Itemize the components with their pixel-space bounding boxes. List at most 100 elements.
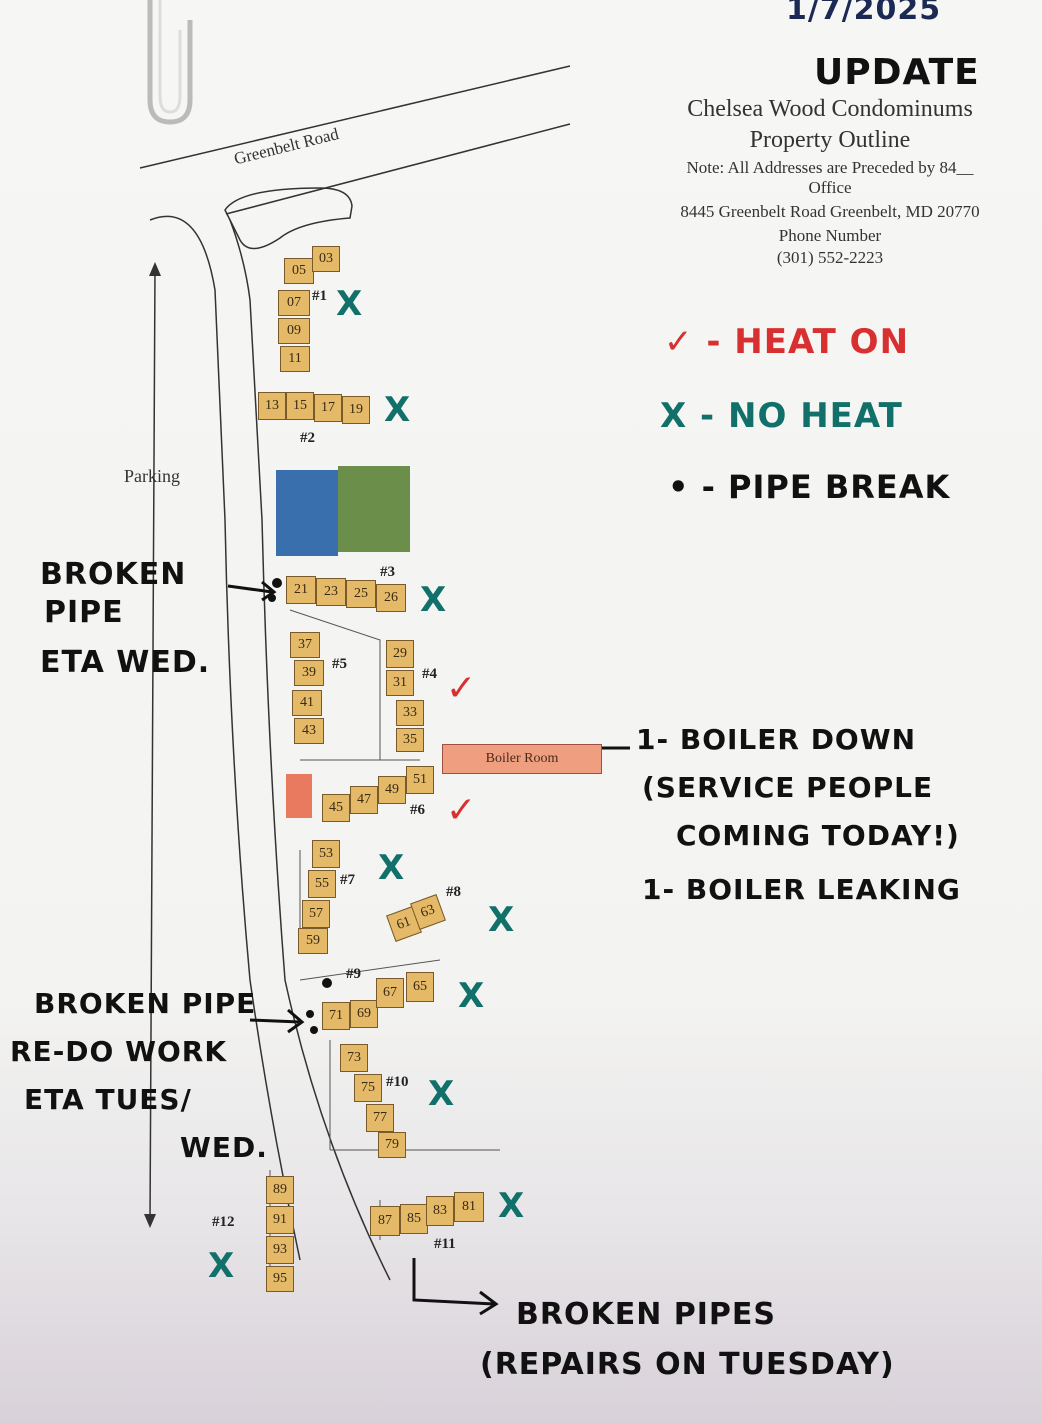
unit-35: 35: [396, 728, 424, 752]
broken-pipes-bottom-line-2: (REPAIRS ON TUESDAY): [480, 1347, 895, 1382]
building-3-label: #3: [380, 564, 395, 580]
header-block: Chelsea Wood Condominums Property Outlin…: [640, 96, 1020, 268]
broken-pipe-note-1: BROKEN PIPE ETA WED.: [40, 556, 210, 682]
phone-label: Phone Number: [778, 226, 882, 245]
pipe-break-dot-3a: [272, 578, 282, 588]
side-structure: [286, 774, 312, 818]
unit-39: 39: [294, 660, 324, 686]
address-note: Note: All Addresses are Preceded by 84__: [686, 158, 974, 177]
unit-26: 26: [376, 584, 406, 612]
pipe-break-dot-9b: [306, 1010, 314, 1018]
broken-pipe-note-1-line-2: PIPE: [44, 595, 124, 630]
unit-81: 81: [454, 1192, 484, 1222]
greenbelt-road-line-1: [139, 65, 571, 169]
building-8-status-x-icon: X: [488, 900, 515, 940]
parking-arrow-line: [149, 267, 156, 1223]
unit-73: 73: [340, 1044, 368, 1072]
boiler-note-line-1: 1- BOILER DOWN: [636, 723, 917, 756]
building-9-status-x-icon: X: [458, 976, 485, 1016]
check-icon: ✓ -: [664, 322, 722, 362]
unit-95: 95: [266, 1266, 294, 1292]
main-drive-right: [229, 219, 391, 1281]
broken-pipes-bottom-line-1: BROKEN PIPES: [516, 1297, 776, 1332]
arrow-broken-pipes-bottom-icon: [412, 1258, 499, 1316]
unit-33: 33: [396, 700, 424, 726]
building-3-status-x-icon: X: [420, 580, 447, 620]
building-6-status-check-icon: ✓: [446, 790, 477, 831]
unit-71: 71: [322, 1002, 350, 1030]
boiler-room: Boiler Room: [442, 744, 602, 774]
broken-pipe-note-1-line-1: BROKEN: [40, 557, 187, 592]
unit-13: 13: [258, 392, 286, 420]
unit-41: 41: [292, 690, 322, 716]
building-1-label: #1: [312, 288, 327, 304]
building-2-label: #2: [300, 430, 315, 446]
boiler-note: 1- BOILER DOWN (SERVICE PEOPLE COMING TO…: [636, 716, 961, 914]
entrance-loop: [224, 187, 353, 250]
greenbelt-road-line-2: [225, 123, 571, 215]
legend-pipe-break: • - PIPE BREAK: [668, 468, 950, 506]
broken-pipe-note-2: BROKEN PIPE RE-DO WORK ETA TUES/ WED.: [10, 980, 268, 1172]
broken-pipe-note-2-line-4: WED.: [180, 1131, 268, 1164]
building-6-label: #6: [410, 802, 425, 818]
x-icon: X -: [660, 396, 716, 436]
unit-65: 65: [406, 972, 434, 1002]
legend-heat-on: ✓ - HEAT ON: [664, 322, 909, 362]
unit-07: 07: [278, 290, 310, 316]
building-7-status-x-icon: X: [378, 848, 405, 888]
phone-number: (301) 552-2223: [776, 248, 884, 267]
building-9-label: #9: [346, 966, 361, 982]
unit-37: 37: [290, 632, 320, 658]
paperclip-icon: [147, 0, 193, 125]
unit-49: 49: [378, 776, 406, 804]
unit-55: 55: [308, 870, 336, 898]
unit-05: 05: [284, 258, 314, 284]
unit-17: 17: [314, 394, 342, 422]
broken-pipe-note-2-line-3: ETA TUES/: [24, 1083, 192, 1116]
building-8-label: #8: [446, 884, 461, 900]
unit-93: 93: [266, 1236, 294, 1264]
main-drive-left: [149, 215, 301, 1261]
building-1-status-x-icon: X: [336, 284, 363, 324]
unit-87: 87: [370, 1206, 400, 1236]
building-2-status-x-icon: X: [384, 390, 411, 430]
broken-pipe-note-2-line-2: RE-DO WORK: [10, 1035, 228, 1068]
office-label: Office: [808, 178, 852, 197]
unit-69: 69: [350, 1000, 378, 1028]
arrow-broken-pipe-2-icon: [249, 1008, 305, 1034]
building-4-label: #4: [422, 666, 437, 682]
unit-79: 79: [378, 1132, 406, 1158]
arrow-broken-pipe-1-icon: [227, 580, 277, 602]
unit-19: 19: [342, 396, 370, 424]
building-11-status-x-icon: X: [498, 1186, 525, 1226]
tennis-court: [338, 466, 410, 552]
unit-75: 75: [354, 1074, 382, 1102]
legend-pipe-break-label: PIPE BREAK: [728, 468, 951, 506]
broken-pipe-note-1-line-3: ETA WED.: [40, 645, 211, 680]
pipe-break-dot-9c: [310, 1026, 318, 1034]
pipe-break-dot-9a: [322, 978, 332, 988]
building-11-label: #11: [434, 1236, 456, 1252]
parking-arrow-up-icon: [149, 262, 161, 276]
unit-29: 29: [386, 640, 414, 668]
boiler-room-label: Boiler Room: [485, 751, 559, 766]
boiler-note-line-3: COMING TODAY!): [676, 819, 960, 852]
unit-57: 57: [302, 900, 330, 928]
unit-09: 09: [278, 318, 310, 344]
building-10-status-x-icon: X: [428, 1074, 455, 1114]
building-5-label: #5: [332, 656, 347, 672]
unit-03: 03: [312, 246, 340, 272]
building-12-label: #12: [212, 1214, 235, 1230]
parking-arrow-down-icon: [144, 1214, 156, 1228]
unit-83: 83: [426, 1196, 454, 1226]
property-subtitle: Property Outline: [749, 127, 911, 153]
office-address: 8445 Greenbelt Road Greenbelt, MD 20770: [680, 202, 980, 221]
unit-31: 31: [386, 670, 414, 696]
unit-47: 47: [350, 786, 378, 814]
update-label: UPDATE: [814, 52, 980, 93]
dot-icon: • -: [668, 468, 716, 506]
pool-area: [276, 470, 338, 556]
boiler-note-line-4: 1- BOILER LEAKING: [642, 873, 961, 906]
